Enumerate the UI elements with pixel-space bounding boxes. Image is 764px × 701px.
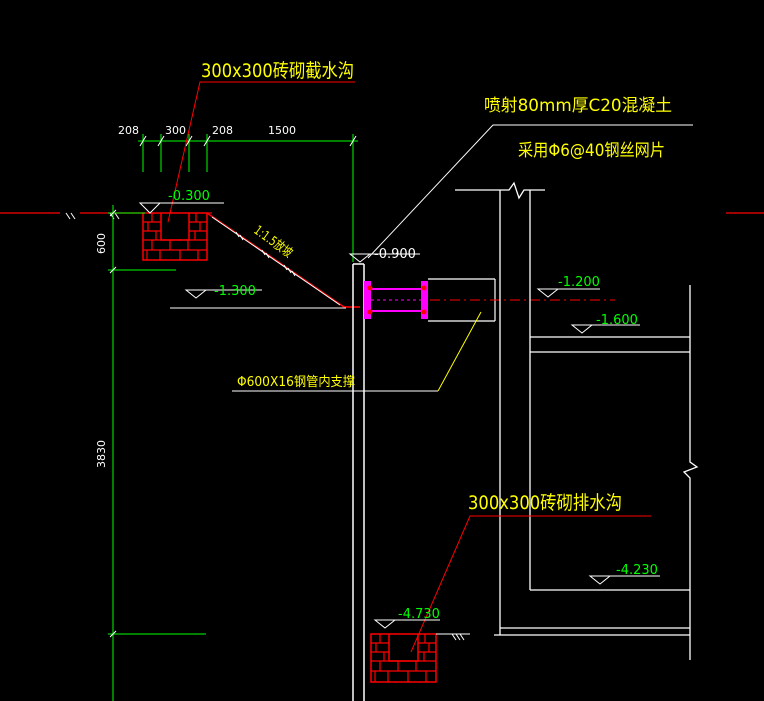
dim-1500: 1500	[268, 124, 296, 137]
building-structure	[455, 181, 699, 660]
elev-4230: -4.230	[616, 563, 658, 578]
elev-0300: -0.300	[168, 189, 210, 204]
shotcrete-label: 喷射80mm厚C20混凝土	[484, 96, 672, 116]
elev-0900: -0.900	[374, 247, 416, 262]
dim-3830: 3830	[95, 440, 108, 468]
elev-4730: -4.730	[398, 607, 440, 622]
bottom-ditch-label: 300x300砖砌排水沟	[468, 492, 622, 514]
retaining-wall	[352, 263, 365, 701]
slope	[206, 212, 360, 308]
mesh-label: 采用Φ6@40钢丝网片	[518, 141, 665, 161]
elev-1300: -1.300	[214, 284, 256, 299]
elevation-markers	[138, 202, 660, 629]
dim-208-left: 208	[118, 124, 139, 137]
strut-label: Φ600X16钢管内支撑	[237, 374, 355, 390]
bottom-brick-ditch	[370, 633, 470, 683]
leader-lines	[167, 81, 693, 653]
dim-300: 300	[165, 124, 186, 137]
dim-600: 600	[95, 233, 108, 254]
dimension-ticks	[109, 135, 357, 638]
elev-1200: -1.200	[558, 275, 600, 290]
elev-1600: -1.600	[596, 313, 638, 328]
steel-strut	[364, 278, 615, 322]
top-brick-ditch	[142, 212, 208, 261]
dim-208-right: 208	[212, 124, 233, 137]
top-ditch-label: 300x300砖砌截水沟	[201, 60, 354, 82]
